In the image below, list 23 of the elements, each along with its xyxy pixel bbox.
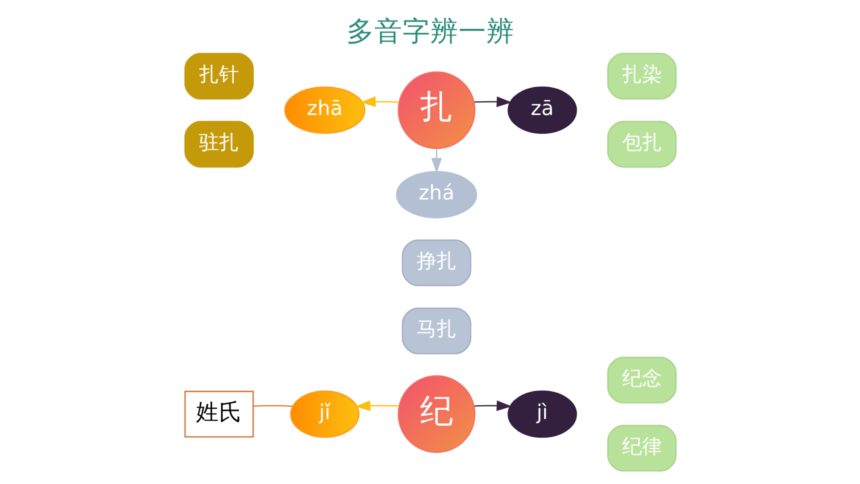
arrow: [360, 96, 398, 108]
node-ellipse: jì: [507, 390, 576, 438]
node-circle: 纪: [397, 375, 475, 453]
node-circle: 扎: [397, 71, 475, 150]
connector: [253, 405, 292, 407]
arrow: [474, 400, 512, 411]
node-box: 扎染: [606, 52, 676, 100]
node-box: 姓氏: [184, 390, 254, 438]
node-ellipse: zhá: [396, 171, 477, 218]
node-ellipse: zā: [507, 86, 576, 134]
node-box: 扎针: [184, 52, 254, 100]
node-box: 纪念: [606, 356, 676, 404]
arrow: [474, 96, 512, 108]
node-ellipse: jǐ: [290, 390, 359, 438]
node-box: 包扎: [606, 120, 676, 168]
arrow: [430, 148, 442, 174]
node-ellipse: zhā: [284, 86, 365, 134]
node-box: 马扎: [401, 308, 471, 354]
node-box: 挣扎: [401, 239, 471, 286]
arrow: [354, 400, 398, 412]
node-box: 驻扎: [184, 120, 254, 168]
diagram-title: 多音字辨一辨: [346, 14, 514, 48]
node-box: 纪律: [606, 424, 676, 472]
